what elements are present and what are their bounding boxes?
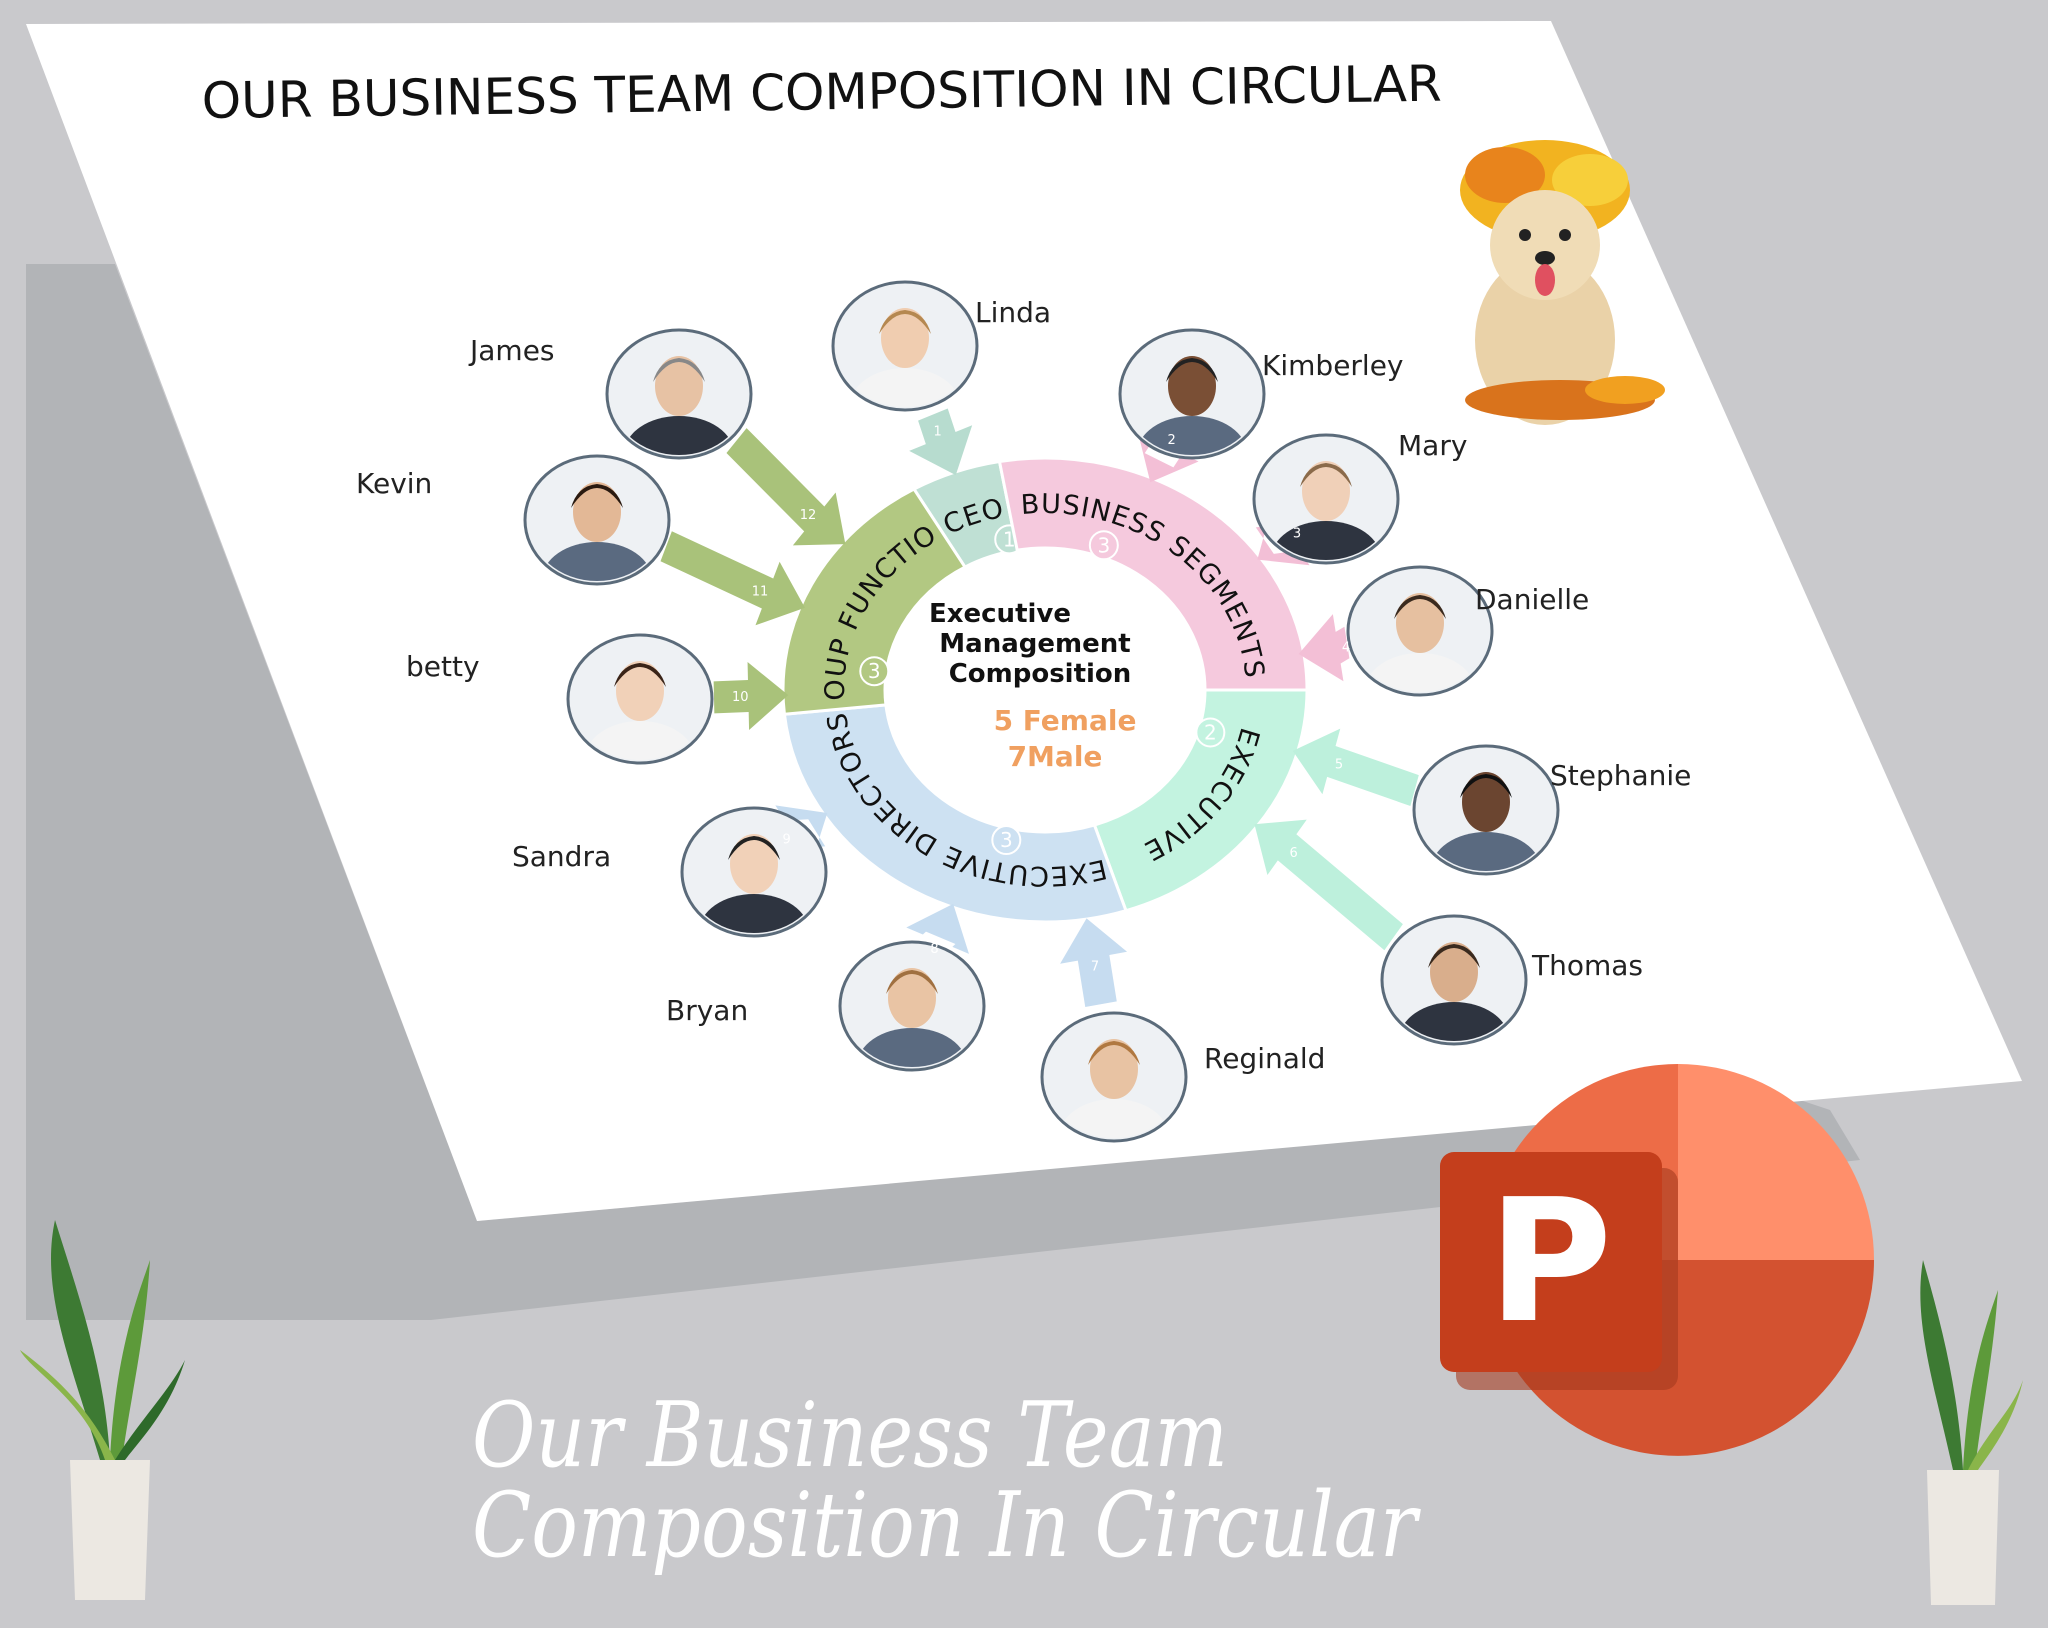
segment-count-badge — [859, 656, 890, 687]
arrow-number: 11 — [752, 585, 769, 600]
avatar — [605, 328, 753, 460]
segment-business-segments — [997, 456, 1309, 692]
segment-count-badge — [991, 825, 1022, 856]
segment-count: 2 — [1204, 720, 1217, 744]
person-linda — [831, 280, 979, 476]
powerpoint-logo: P — [1440, 1064, 1874, 1456]
avatar — [831, 280, 979, 412]
avatar — [1346, 565, 1494, 697]
person-reginald — [1040, 918, 1188, 1143]
segment-count: 3 — [868, 659, 881, 683]
center-title-line3: Composition — [949, 659, 1132, 689]
center-text: Executive Management Composition 5 Femal… — [929, 599, 1136, 773]
person-sandra — [680, 805, 828, 938]
arrow-number: 12 — [800, 508, 817, 523]
segment-count: 1 — [1003, 527, 1016, 551]
arrow-number: 10 — [732, 690, 749, 705]
person-name: Danielle — [1475, 583, 1589, 616]
avatar — [838, 940, 986, 1072]
person-name: betty — [406, 650, 480, 683]
person-betty — [566, 633, 789, 765]
person-name: Bryan — [666, 994, 748, 1027]
person-danielle — [1298, 565, 1494, 697]
arrow-number: 7 — [1091, 960, 1099, 975]
female-count: 5 Female — [994, 704, 1137, 737]
person-name: Mary — [1398, 429, 1467, 462]
arrow-number: 6 — [1289, 846, 1297, 861]
dog-illustration — [1460, 140, 1665, 425]
person-name: Stephanie — [1550, 759, 1691, 792]
segment-count-badge — [1195, 717, 1226, 748]
person-name: James — [468, 334, 555, 367]
avatar — [1118, 328, 1266, 460]
person-mary — [1252, 433, 1400, 566]
center-title-line2: Management — [939, 629, 1130, 659]
center-title-line1: Executive — [929, 599, 1071, 629]
arrow-number: 1 — [934, 425, 942, 440]
avatar — [680, 806, 828, 938]
arrow-number: 5 — [1335, 758, 1343, 773]
avatar — [1040, 1011, 1188, 1143]
male-count: 7Male — [1008, 740, 1103, 773]
person-kevin — [523, 454, 805, 626]
person-stephanie — [1292, 728, 1560, 876]
composition-ring — [781, 456, 1309, 924]
avatar — [523, 454, 671, 586]
avatar — [566, 633, 714, 765]
arrow-icon — [660, 531, 805, 626]
avatar — [1380, 914, 1528, 1046]
arrow-number: 4 — [1342, 640, 1350, 655]
person-kimberley — [1118, 328, 1266, 483]
arrow-number: 9 — [782, 832, 790, 847]
person-name: Linda — [975, 296, 1051, 329]
person-name: Kimberley — [1262, 349, 1404, 382]
arrow-icon — [713, 662, 789, 731]
arrow-icon — [1137, 431, 1199, 483]
arrow-icon — [1060, 918, 1128, 1007]
segment-executive-directors — [782, 703, 1128, 924]
arrow-number: 2 — [1168, 433, 1176, 448]
arrow-icon — [726, 428, 846, 546]
caption-line2: Composition In Circular — [472, 1473, 1421, 1578]
plant-right — [1920, 1260, 2023, 1605]
person-james — [605, 328, 846, 546]
plant-left — [20, 1220, 185, 1600]
caption-line1: Our Business Team — [472, 1383, 1228, 1488]
person-name: Thomas — [1531, 949, 1643, 982]
person-bryan — [838, 903, 986, 1072]
arrow-icon — [1292, 728, 1419, 807]
arrow-icon — [909, 408, 973, 476]
segment-count-badge — [1088, 530, 1119, 561]
person-name: Sandra — [512, 840, 611, 873]
segment-count: 3 — [1097, 533, 1110, 557]
arrow-icon — [1254, 819, 1403, 951]
person-name: Kevin — [356, 467, 432, 500]
avatar — [1252, 433, 1400, 565]
segment-group-functions — [781, 487, 968, 716]
arrow-number: 3 — [1293, 527, 1301, 542]
people-group — [523, 280, 1560, 1143]
powerpoint-letter: P — [1488, 1163, 1613, 1361]
person-thomas — [1254, 819, 1528, 1046]
arrow-icon — [1298, 614, 1350, 682]
segment-executive — [1092, 688, 1309, 913]
segment-count: 3 — [1000, 828, 1013, 852]
arrow-icon — [906, 903, 969, 954]
slide-shadow — [26, 264, 1860, 1320]
avatar — [1412, 744, 1560, 876]
person-name: Reginald — [1204, 1042, 1325, 1075]
arrow-number: 8 — [930, 942, 938, 957]
